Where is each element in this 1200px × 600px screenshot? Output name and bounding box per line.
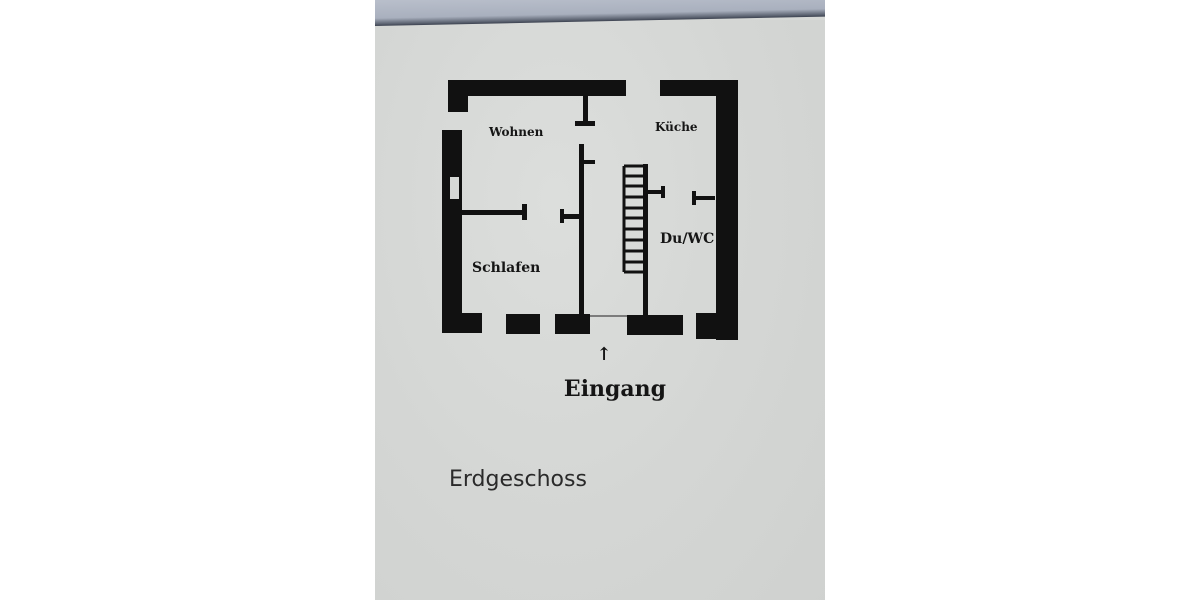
entrance-arrow-icon: ↑ xyxy=(596,344,611,365)
bottom-wall-4 xyxy=(627,315,683,335)
bottom-wall-3 xyxy=(555,314,590,334)
left-wall xyxy=(442,130,462,332)
floor-plan-diagram: Wohnen Küche Schlafen Du/WC ↑ Eingang Er… xyxy=(442,80,738,492)
door-jamb xyxy=(560,214,580,219)
door-jamb xyxy=(575,121,595,126)
room-label-kueche: Küche xyxy=(655,120,698,134)
door-jamb xyxy=(647,190,661,194)
door-jamb xyxy=(560,209,564,223)
door-jamb xyxy=(583,160,595,164)
door-jamb xyxy=(661,186,665,198)
top-wall-left xyxy=(448,80,626,96)
bedroom-wall xyxy=(462,210,524,215)
bottom-wall-1 xyxy=(442,313,482,333)
room-label-du-wc: Du/WC xyxy=(660,231,714,247)
interior-wall-top xyxy=(583,96,588,124)
room-label-schlafen: Schlafen xyxy=(472,260,540,276)
corridor-wall-left xyxy=(579,144,584,316)
window-icon xyxy=(450,177,459,199)
walls xyxy=(442,80,738,340)
floor-label: Erdgeschoss xyxy=(449,467,587,492)
door-jamb xyxy=(692,191,696,205)
corridor-wall-right xyxy=(643,164,648,316)
door-jamb xyxy=(522,204,527,220)
room-label-wohnen: Wohnen xyxy=(488,125,544,139)
entrance-label: Eingang xyxy=(564,376,666,402)
staircase-icon xyxy=(622,164,645,274)
floor-plan-photo: Wohnen Küche Schlafen Du/WC ↑ Eingang Er… xyxy=(375,0,825,600)
door-jamb xyxy=(693,196,715,200)
left-wall-stub xyxy=(448,80,468,112)
right-wall xyxy=(716,80,738,340)
bottom-wall-2 xyxy=(506,314,540,334)
bottom-wall-5 xyxy=(696,313,738,339)
